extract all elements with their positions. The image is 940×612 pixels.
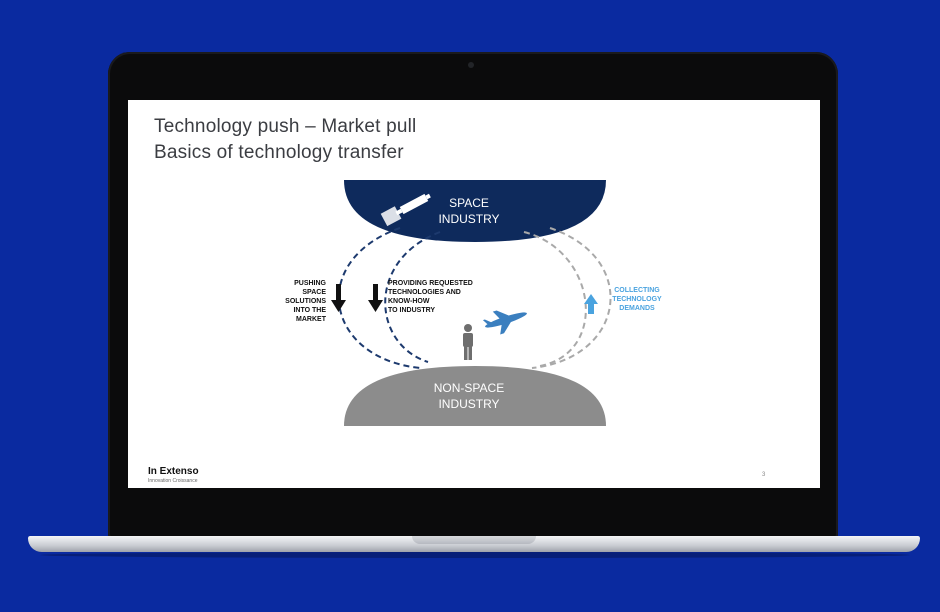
airplane-icon: [482, 310, 527, 335]
tech-transfer-diagram: [331, 180, 612, 426]
laptop-base: [28, 536, 920, 552]
page-number: 3: [762, 472, 766, 478]
presentation-slide: Technology push – Market pull Basics of …: [128, 100, 820, 488]
space-industry-label: SPACE INDUSTRY: [438, 196, 500, 226]
collecting-arrow-icon: [584, 294, 598, 314]
nonspace-industry-dome: [344, 366, 606, 426]
dashed-loop-grey-right: [523, 231, 587, 367]
nonspace-industry-label: NON-SPACE INDUSTRY: [433, 381, 505, 411]
company-logo: In Extenso: [148, 466, 199, 477]
providing-arrow-icon: [368, 284, 383, 312]
providing-technologies-label: PROVIDING REQUESTED TECHNOLOGIES AND KNO…: [388, 280, 473, 314]
laptop-shadow: [40, 552, 910, 558]
satellite-icon: [380, 193, 431, 227]
person-icon: [463, 324, 473, 360]
logo-tagline: Innovation Croissance: [148, 478, 198, 484]
collecting-demands-label: COLLECTING TECHNOLOGY DEMANDS: [612, 287, 662, 312]
pushing-solutions-label: PUSHING SPACE SOLUTIONS INTO THE MARKET: [285, 280, 326, 323]
dashed-loop-grey-outer: [531, 227, 612, 369]
space-industry-dome: [344, 180, 606, 242]
pushing-arrow-icon: [331, 284, 346, 312]
dashed-loop-dark-inner: [384, 231, 441, 363]
camera-icon: [468, 62, 474, 68]
dashed-loop-dark-left: [337, 227, 421, 369]
slide-title: Technology push – Market pull: [154, 116, 417, 137]
slide-subtitle: Basics of technology transfer: [154, 142, 404, 163]
laptop-base-notch: [412, 536, 536, 544]
